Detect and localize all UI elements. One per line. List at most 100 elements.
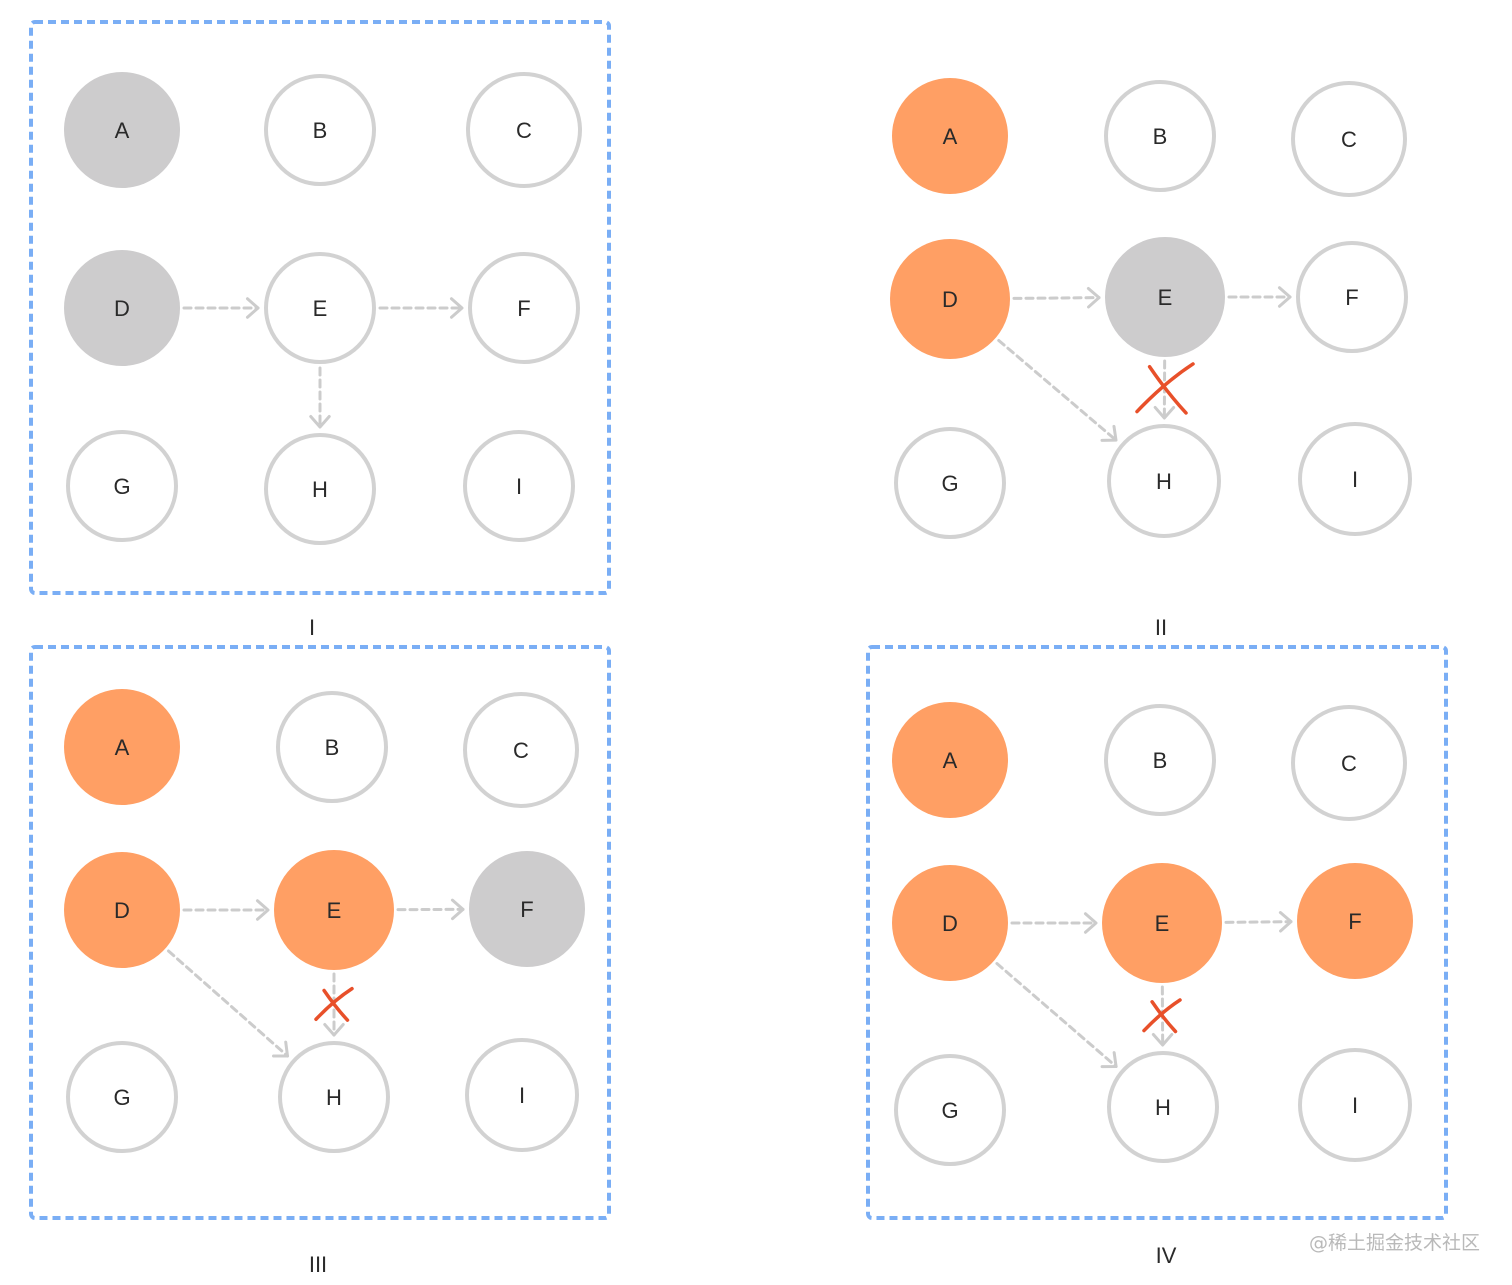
node-C: C (463, 692, 579, 808)
node-H: H (1107, 1051, 1219, 1163)
node-label: I (1352, 467, 1358, 492)
node-label: F (517, 296, 530, 321)
node-label: G (941, 471, 958, 496)
node-E: E (274, 850, 394, 970)
node-label: D (942, 911, 958, 936)
node-G: G (894, 1054, 1006, 1166)
node-label: A (943, 124, 958, 149)
watermark: @稀土掘金技术社区 (1308, 1232, 1480, 1254)
node-label: H (312, 477, 328, 502)
node-label: B (1153, 748, 1168, 773)
panel-label: IV (1156, 1243, 1177, 1268)
node-C: C (466, 72, 582, 188)
edge-D-H (995, 962, 1118, 1069)
node-B: B (264, 74, 376, 186)
blocked-cross-E-H (1142, 998, 1182, 1034)
node-D: D (892, 865, 1008, 981)
node-label: C (513, 738, 529, 763)
node-D: D (64, 250, 180, 366)
edge-E-F (378, 297, 464, 319)
node-label: D (942, 287, 958, 312)
node-label: F (1348, 909, 1361, 934)
edge-D-E (1010, 912, 1098, 934)
node-I: I (465, 1038, 579, 1152)
node-G: G (894, 427, 1006, 539)
node-E: E (1102, 863, 1222, 983)
node-label: H (326, 1085, 342, 1110)
node-label: G (113, 1085, 130, 1110)
panel-label: III (309, 1252, 327, 1277)
node-E: E (264, 252, 376, 364)
panel-IV: A B C D E F G H I IV (866, 645, 1448, 1268)
node-label: C (1341, 751, 1357, 776)
node-D: D (64, 852, 180, 968)
node-label: C (516, 118, 532, 143)
node-label: I (519, 1083, 525, 1108)
node-B: B (1104, 80, 1216, 192)
edge-E-F (396, 898, 465, 921)
node-A: A (892, 702, 1008, 818)
node-label: H (1155, 1095, 1171, 1120)
node-F: F (468, 252, 580, 364)
node-label: B (325, 735, 340, 760)
edge-E-H (309, 366, 331, 429)
node-A: A (892, 78, 1008, 194)
node-label: D (114, 296, 130, 321)
node-label: A (943, 748, 958, 773)
node-I: I (1298, 1048, 1412, 1162)
node-label: B (313, 118, 328, 143)
blocked-cross-E-H (1135, 362, 1195, 415)
blocked-cross-E-H (314, 986, 354, 1022)
node-I: I (463, 430, 575, 542)
panel-frame (29, 20, 611, 595)
panel-frame (866, 645, 1448, 1220)
node-A: A (64, 689, 180, 805)
node-label: I (1352, 1093, 1358, 1118)
node-B: B (276, 691, 388, 803)
node-H: H (278, 1041, 390, 1153)
node-label: A (115, 118, 130, 143)
panel-label: I (309, 615, 315, 640)
node-label: D (114, 898, 130, 923)
node-label: F (520, 897, 533, 922)
panel-I: A B C D E F G H I I (29, 20, 611, 640)
node-H: H (1107, 424, 1221, 538)
node-label: C (1341, 127, 1357, 152)
node-G: G (66, 430, 178, 542)
edge-E-F (1227, 286, 1292, 308)
panel-frame (29, 645, 611, 1220)
node-F: F (469, 851, 585, 967)
node-label: B (1153, 124, 1168, 149)
node-label: E (1158, 285, 1173, 310)
node-E: E (1105, 237, 1225, 357)
node-label: G (113, 474, 130, 499)
node-label: A (115, 735, 130, 760)
node-label: E (327, 898, 342, 923)
node-label: I (516, 474, 522, 499)
node-label: E (313, 296, 328, 321)
panel-label: II (1155, 615, 1167, 640)
node-F: F (1296, 241, 1408, 353)
node-label: H (1156, 469, 1172, 494)
node-I: I (1298, 422, 1412, 536)
node-B: B (1104, 704, 1216, 816)
edge-D-H (997, 338, 1118, 442)
node-C: C (1291, 705, 1407, 821)
edge-D-E (182, 297, 260, 319)
node-label: G (941, 1098, 958, 1123)
node-label: E (1155, 911, 1170, 936)
node-H: H (264, 433, 376, 545)
node-A: A (64, 72, 180, 188)
node-label: F (1345, 285, 1358, 310)
node-F: F (1297, 863, 1413, 979)
node-D: D (890, 239, 1010, 359)
edge-E-F (1224, 911, 1293, 933)
edge-D-H (166, 949, 290, 1058)
edge-D-E (1012, 286, 1101, 309)
edge-D-E (182, 899, 270, 921)
node-G: G (66, 1041, 178, 1153)
node-C: C (1291, 81, 1407, 197)
